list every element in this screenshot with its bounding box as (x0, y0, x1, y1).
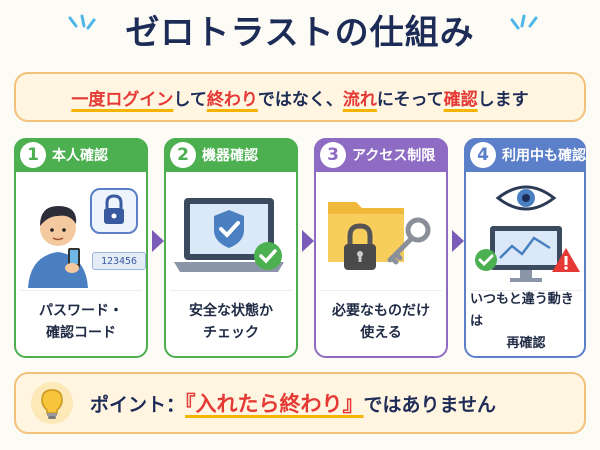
step-desc-line: 使える (360, 324, 402, 341)
subtitle-part: ではなく、 (257, 89, 343, 110)
step-header: 3 アクセス制限 (314, 138, 448, 172)
subtitle-part: にそって (376, 89, 444, 110)
step-header: 1 本人確認 (14, 138, 148, 172)
verification-code-display: 123456 (92, 252, 146, 270)
step-number: 4 (470, 142, 496, 168)
step-desc-line: 再確認 (506, 335, 546, 351)
key-point-banner: ポイント：『入れたら終わり』ではありません (14, 372, 586, 434)
step-card-monitoring: 4 利用中も確認 いつもと違う動きは 再確認 (464, 138, 586, 358)
arrow-right-icon (452, 230, 464, 256)
step-desc-line: いつもと違う動きは (470, 291, 574, 329)
step-desc-line: 必要なものだけ (332, 302, 430, 319)
step-header: 2 機器確認 (164, 138, 298, 172)
subtitle-part: 一度ログイン (71, 89, 174, 110)
step-desc-line: チェック (203, 324, 259, 341)
step-description: いつもと違う動きは 再確認 (470, 290, 582, 352)
subtitle-part: 終わり (206, 89, 258, 110)
folder-lock-key-illustration (320, 178, 442, 288)
subtitle-part: します (477, 89, 529, 110)
step-label: アクセス制限 (352, 148, 436, 164)
laptop-shield-illustration (170, 178, 292, 288)
arrow-right-icon (152, 230, 164, 256)
key-point-prefix: ポイント： (90, 394, 186, 416)
key-point-suffix: ではありません (363, 394, 496, 416)
step-number: 2 (170, 142, 196, 168)
key-point-highlight: 『入れたら終わり』 (185, 392, 364, 416)
sparkle-icon-right (506, 14, 540, 44)
arrow-right-icon (302, 230, 314, 256)
step-card-access: 3 アクセス制限 必要なものだけ 使える (314, 138, 448, 358)
subtitle-part: 流れ (342, 89, 377, 110)
lightbulb-icon (30, 381, 74, 425)
step-label: 本人確認 (52, 148, 108, 164)
step-number: 3 (320, 142, 346, 168)
page-title: ゼロトラストの仕組み (125, 13, 475, 53)
step-number: 1 (20, 142, 46, 168)
monitor-eye-illustration (470, 178, 582, 288)
subtitle-part: して (173, 89, 207, 110)
step-card-identity: 1 本人確認 123456 パスワード・ 確認コード (14, 138, 148, 358)
subtitle-part: 確認 (443, 89, 478, 110)
key-point-text: ポイント：『入れたら終わり』ではありません (90, 388, 496, 418)
step-desc-line: 確認コード (46, 324, 116, 341)
speech-bubble (90, 188, 138, 234)
step-description: 必要なものだけ 使える (320, 290, 442, 352)
step-desc-line: 安全な状態か (189, 302, 273, 319)
sparkle-icon-left (66, 14, 100, 44)
step-label: 機器確認 (202, 148, 258, 164)
person-with-phone-illustration (20, 178, 142, 288)
step-desc-line: パスワード・ (39, 302, 123, 319)
step-label: 利用中も確認 (502, 148, 586, 164)
subtitle-banner: 一度ログインして終わりではなく、流れにそって確認します (14, 72, 586, 122)
step-header: 4 利用中も確認 (464, 138, 586, 172)
step-card-device: 2 機器確認 安全な状態か チェック (164, 138, 298, 358)
step-description: パスワード・ 確認コード (20, 290, 142, 352)
step-description: 安全な状態か チェック (170, 290, 292, 352)
lock-icon (104, 194, 124, 224)
